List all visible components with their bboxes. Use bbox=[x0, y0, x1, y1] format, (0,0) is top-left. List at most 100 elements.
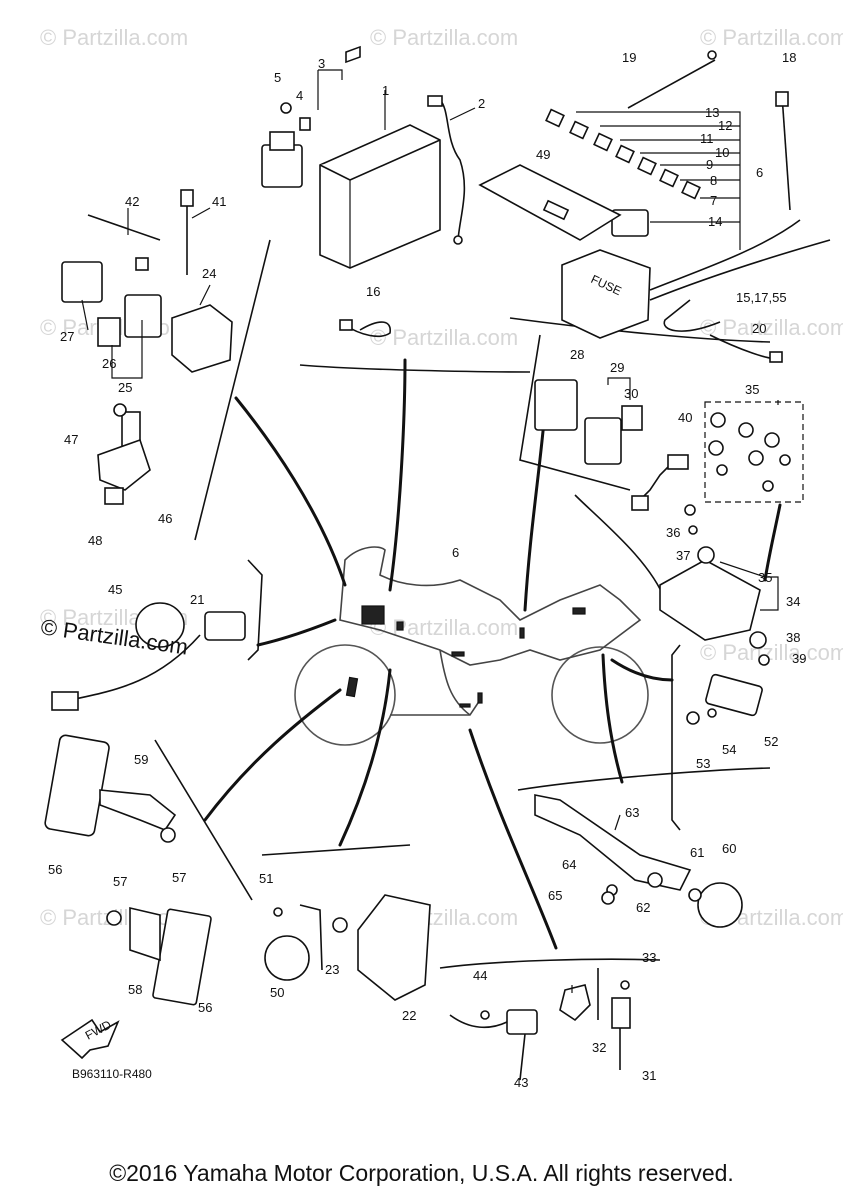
callout-number: 45 bbox=[108, 582, 122, 597]
callout-number: 34 bbox=[786, 594, 800, 609]
battery-cable bbox=[439, 99, 466, 241]
callout-number: 58 bbox=[128, 982, 142, 997]
callout-number: 41 bbox=[212, 194, 226, 209]
fwd-arrow bbox=[60, 1018, 120, 1060]
callout-number: 13 bbox=[705, 105, 719, 120]
sensor-assembly bbox=[97, 403, 151, 505]
callout-number: 25 bbox=[118, 380, 132, 395]
watermark: © Partzilla.com bbox=[40, 25, 188, 50]
callout-number: 62 bbox=[636, 900, 650, 915]
callout-number: 12 bbox=[718, 118, 732, 133]
cable-tie bbox=[781, 94, 791, 211]
fuses bbox=[545, 108, 701, 237]
battery-location-marker bbox=[361, 605, 385, 625]
callout-number: 44 bbox=[473, 968, 487, 983]
left-lower-parts: FWD bbox=[44, 734, 212, 1060]
callout-number: 35 bbox=[745, 382, 759, 397]
callout-number: 9 bbox=[706, 157, 713, 172]
callout-number: 5 bbox=[274, 70, 281, 85]
callout-number: 39 bbox=[792, 651, 806, 666]
callout-number: 57 bbox=[172, 870, 186, 885]
callout-number: 59 bbox=[134, 752, 148, 767]
callout-number: 6 bbox=[452, 545, 459, 560]
watermark: © Partzilla.com bbox=[370, 615, 518, 640]
callout-number: 19 bbox=[622, 50, 636, 65]
callout-number: 38 bbox=[786, 630, 800, 645]
callout-number: 14 bbox=[708, 214, 722, 229]
diagram-code: B963110-R480 bbox=[72, 1067, 152, 1081]
bottom-right-sensors bbox=[449, 968, 631, 1081]
callout-number: 56 bbox=[198, 1000, 212, 1015]
callout-number: 32 bbox=[592, 1040, 606, 1055]
callout-numbers: 1 2 3 4 5 6 7 8 9 10 11 12 13 14 15,17,5… bbox=[48, 50, 806, 1090]
callout-number: 53 bbox=[696, 756, 710, 771]
callout-number: 50 bbox=[270, 985, 284, 1000]
callout-number: 7 bbox=[710, 193, 717, 208]
callout-number: 57 bbox=[113, 874, 127, 889]
watermark: © Partzilla.com bbox=[370, 25, 518, 50]
callout-number: 26 bbox=[102, 356, 116, 371]
callout-number: 35 bbox=[758, 570, 772, 585]
callout-number: 8 bbox=[710, 173, 717, 188]
bottom-center-parts bbox=[264, 894, 431, 1001]
callout-number: 20 bbox=[752, 321, 766, 336]
reflector bbox=[705, 673, 763, 717]
callout-number: 54 bbox=[722, 742, 736, 757]
callout-number: 64 bbox=[562, 857, 576, 872]
left-middle-parts bbox=[51, 602, 246, 711]
callout-number: 52 bbox=[764, 734, 778, 749]
callout-number: 56 bbox=[48, 862, 62, 877]
callout-number: 6 bbox=[756, 165, 763, 180]
callout-number: 27 bbox=[60, 329, 74, 344]
callout-number: 61 bbox=[690, 845, 704, 860]
callout-number: 48 bbox=[88, 533, 102, 548]
callout-number: 28 bbox=[570, 347, 584, 362]
callout-number: 40 bbox=[678, 410, 692, 425]
motorcycle-outline bbox=[294, 546, 649, 746]
fuse-box: FUSE bbox=[561, 219, 831, 339]
callout-number: 60 bbox=[722, 841, 736, 856]
callout-number: 18 bbox=[782, 50, 796, 65]
callout-number: 3 bbox=[318, 56, 325, 71]
group-brackets bbox=[154, 239, 771, 969]
callout-number: 33 bbox=[642, 950, 656, 965]
callout-number: 65 bbox=[548, 888, 562, 903]
callout-number: 29 bbox=[610, 360, 624, 375]
callout-number: 43 bbox=[514, 1075, 528, 1090]
callout-number: 46 bbox=[158, 511, 172, 526]
callout-number: 23 bbox=[325, 962, 339, 977]
callout-number: 2 bbox=[478, 96, 485, 111]
callout-number: 4 bbox=[296, 88, 303, 103]
callout-number: 37 bbox=[676, 548, 690, 563]
callout-number: 63 bbox=[625, 805, 639, 820]
watermark: © Partzilla.com bbox=[700, 25, 843, 50]
watermark: © Partzilla.com bbox=[700, 315, 843, 340]
callout-number: 22 bbox=[402, 1008, 416, 1023]
starter-relay bbox=[261, 102, 311, 188]
callout-number: 21 bbox=[190, 592, 204, 607]
callout-number: 49 bbox=[536, 147, 550, 162]
copyright-notice: ©2016 Yamaha Motor Corporation, U.S.A. A… bbox=[109, 1160, 734, 1186]
bottom-right-bracket bbox=[534, 794, 743, 928]
watermark: © Partzilla.com bbox=[700, 640, 843, 665]
callout-number: 11 bbox=[700, 131, 714, 146]
cable-tie bbox=[627, 59, 716, 109]
callout-number: 51 bbox=[259, 871, 273, 886]
watermark: © Partzilla.com bbox=[370, 325, 518, 350]
callout-number: 36 bbox=[666, 525, 680, 540]
callout-number: 42 bbox=[125, 194, 139, 209]
callout-number: 10 bbox=[715, 145, 729, 160]
battery bbox=[319, 45, 441, 269]
callout-number: 31 bbox=[642, 1068, 656, 1083]
callout-number: 30 bbox=[624, 386, 638, 401]
callout-number: 47 bbox=[64, 432, 78, 447]
right-middle-parts bbox=[534, 379, 804, 666]
callout-number: 15,17,55 bbox=[736, 290, 787, 305]
left-upper-parts bbox=[61, 189, 233, 373]
callout-number: 16 bbox=[366, 284, 380, 299]
leader-arrows bbox=[203, 358, 782, 950]
callout-lines bbox=[81, 69, 779, 993]
watermark-layer: © Partzilla.com © Partzilla.com © Partzi… bbox=[40, 25, 843, 930]
callout-number: 24 bbox=[202, 266, 216, 281]
